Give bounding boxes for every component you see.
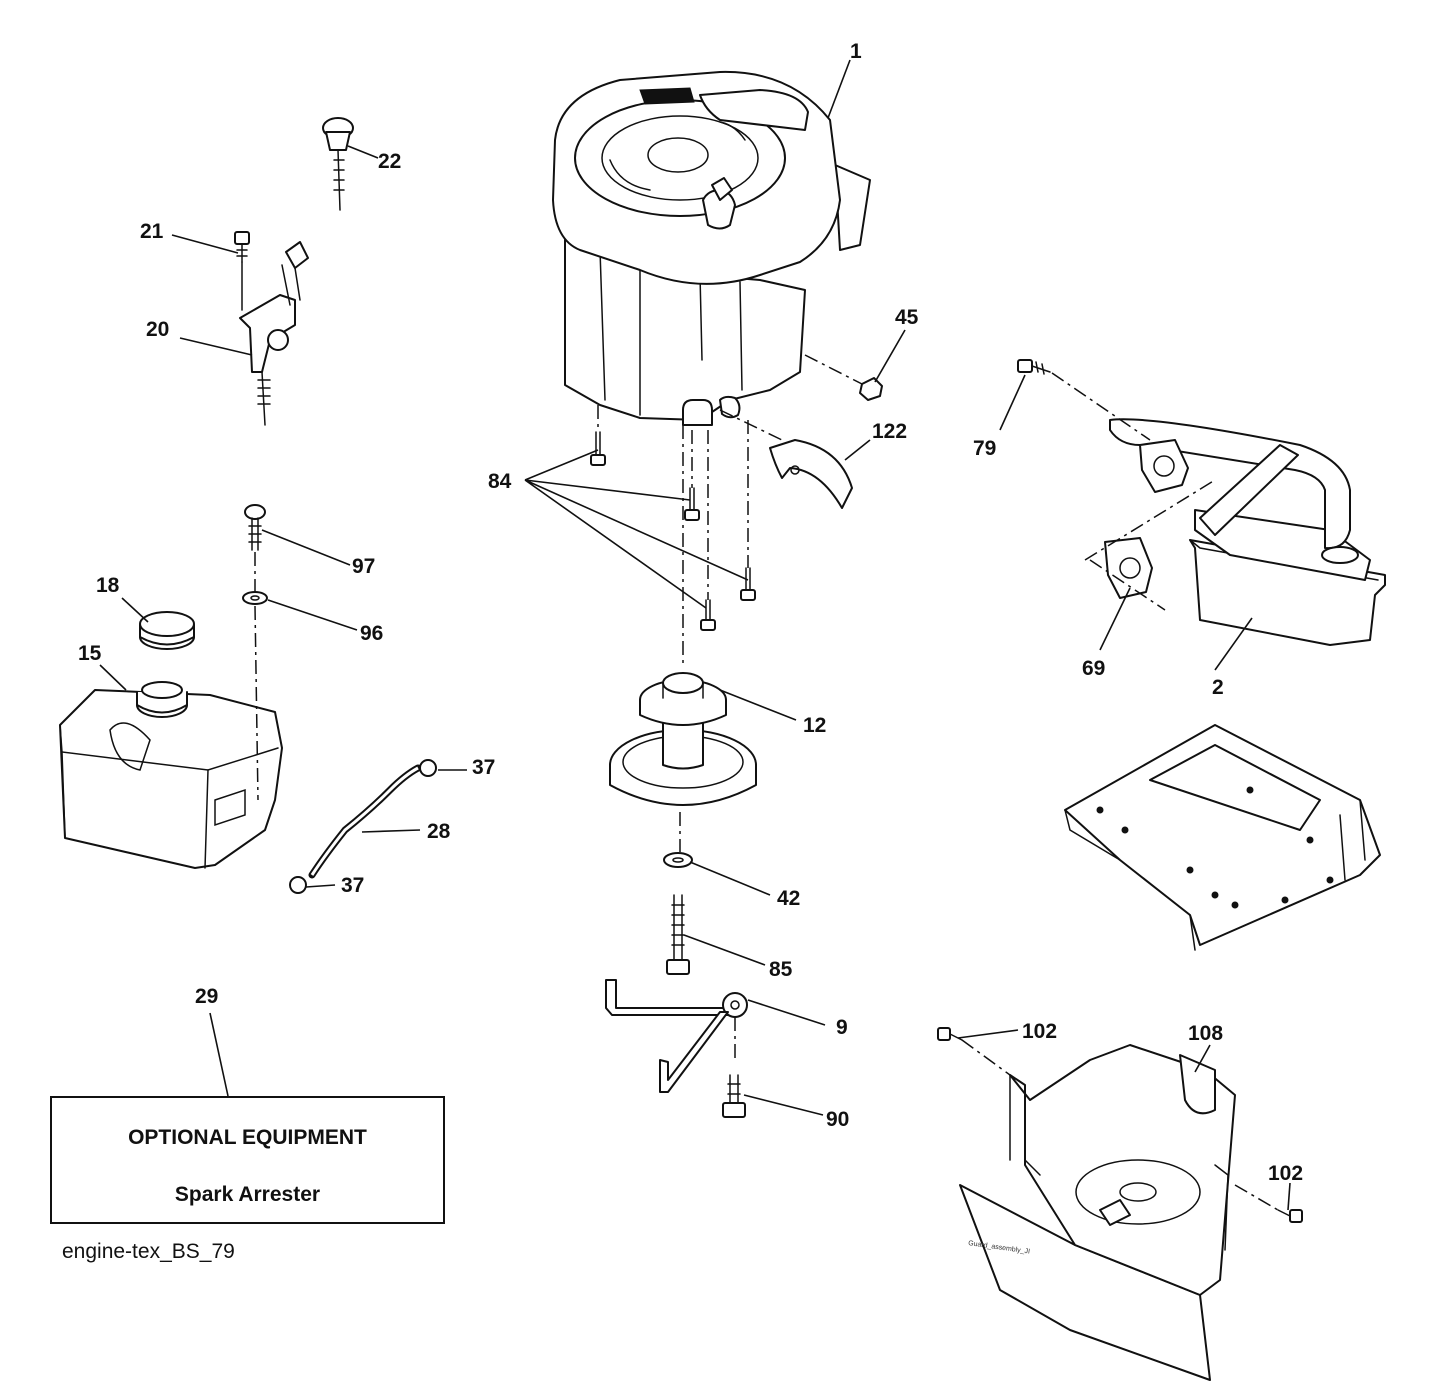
washer-42-part: [663, 852, 693, 868]
screw-21-part: [234, 231, 250, 311]
screw-97-part: [244, 504, 266, 551]
assembly-lines-84: [597, 405, 749, 665]
fuel-tank-part: [59, 681, 283, 869]
fuel-cap-18-part: [139, 611, 195, 650]
guard-122-part: [769, 439, 853, 509]
engine-part: [552, 70, 871, 426]
drawing-identifier: engine-tex_BS_79: [62, 1240, 235, 1263]
callout-12: 12: [803, 714, 826, 737]
optional-equipment-item: Spark Arrester: [174, 1183, 321, 1206]
throttle-control-part: [239, 241, 309, 426]
assembly-line-45: [804, 354, 863, 385]
assembly-lines-102: [961, 1039, 1279, 1211]
choke-knob-22-part: [322, 117, 354, 211]
engine-pulley-12-part: [609, 672, 757, 806]
callout-37-top: 37: [472, 756, 495, 779]
callout-97: 97: [352, 555, 375, 578]
screw-102-part: [937, 1027, 1303, 1223]
gasket-69-part: [1104, 439, 1189, 599]
guard-108-part: Guard_assembly_JI: [959, 1044, 1236, 1381]
assembly-line-97: [254, 552, 259, 801]
callout-96: 96: [360, 622, 383, 645]
callout-102-right: 102: [1268, 1162, 1303, 1185]
assembly-lines-muffler: [1051, 372, 1216, 611]
callout-69: 69: [1082, 657, 1105, 680]
callout-28: 28: [427, 820, 451, 843]
callout-85: 85: [769, 958, 793, 981]
hose-clamp-37-part: [289, 759, 437, 894]
bolt-84-part: [590, 431, 756, 631]
muffler-2-part: [1109, 418, 1386, 646]
nut-45-part: [859, 377, 883, 401]
callout-84: 84: [488, 470, 512, 493]
callout-2: 2: [1212, 676, 1224, 699]
callout-90: 90: [826, 1108, 849, 1131]
bolt-85-part: [666, 894, 690, 975]
optional-equipment-box: OPTIONAL EQUIPMENT Spark Arrester: [50, 1096, 445, 1224]
screw-79-part: [1017, 359, 1051, 375]
callout-79: 79: [973, 437, 996, 460]
callout-29: 29: [195, 985, 218, 1008]
brace-9-part: [605, 979, 748, 1093]
fuel-line-28-part: [308, 764, 422, 879]
callout-102-top: 102: [1022, 1020, 1057, 1043]
callout-108: 108: [1188, 1022, 1223, 1045]
callout-18: 18: [96, 574, 120, 597]
callout-42: 42: [777, 887, 800, 910]
engine-mount-plate-part: [1064, 724, 1381, 951]
callout-numbers: 1 22 21 20 45 122 84 79 69 2 97 96 18 15…: [78, 40, 1303, 1185]
washer-96-part: [242, 591, 268, 605]
callout-22: 22: [378, 150, 401, 173]
screw-90-part: [722, 1074, 746, 1118]
callout-45: 45: [895, 306, 919, 329]
callout-15: 15: [78, 642, 102, 665]
leader-lines: [99, 59, 1291, 1211]
callout-21: 21: [140, 220, 164, 243]
assembly-line-122: [719, 409, 783, 441]
callout-9: 9: [836, 1016, 848, 1039]
callout-20: 20: [146, 318, 169, 341]
callout-122: 122: [872, 420, 907, 443]
callout-37-bottom: 37: [341, 874, 364, 897]
callout-1: 1: [850, 40, 862, 63]
optional-equipment-title: OPTIONAL EQUIPMENT: [128, 1126, 367, 1149]
